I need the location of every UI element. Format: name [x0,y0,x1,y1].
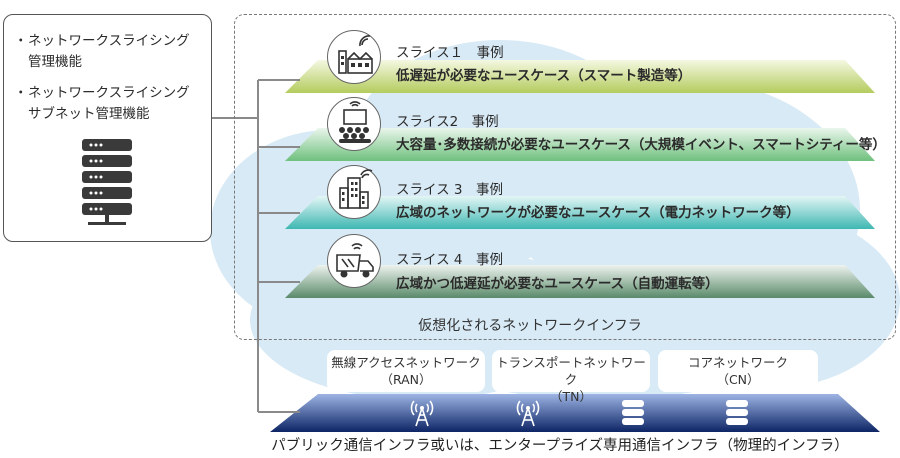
database-icon [622,400,644,425]
antenna-icon [410,400,434,427]
cn-box: コアネットワーク （CN） [658,350,818,392]
virtual-infra-frame [234,14,896,340]
slice-4-title: スライス 4 事例 [396,252,503,268]
ran-box: 無線アクセスネットワーク （RAN） [327,350,485,392]
physical-infra-label: パブリック通信インフラ或いは、エンタープライズ専用通信インフラ（物理的インフラ） [271,438,849,454]
slice-4-description: 広域かつ低遅延が必要なユースケース（自動運転等） [396,276,719,292]
server-rack-icon [82,139,132,225]
slice-3-description: 広域のネットワークが必要なユースケース（電力ネットワーク等） [396,205,800,221]
connector-lines [212,79,300,413]
event-audience-icon [339,101,371,143]
slice-2-title: スライス2 事例 [396,114,499,130]
slice-1-icon-circle [327,30,381,84]
slice-2-icon-circle [327,97,381,151]
slice-4-icon-circle [327,234,381,288]
factory-icon [338,35,373,74]
slice-3-icon-circle [327,165,381,219]
slice-2-description: 大容量･多数接続が必要なユースケース（大規模イベント、スマートシティー等） [396,137,886,153]
antenna-icon [516,400,540,427]
city-buildings-icon [339,169,373,209]
management-item-slicing: ・ネットワークスライシング 管理機能 [14,33,190,70]
slice-4-layer [285,265,875,298]
tn-box: トランスポートネットワーク （TN） [492,350,650,404]
slice-1-title: スライス１ 事例 [396,45,504,61]
slice-3-layer [285,196,875,229]
virtual-infra-label: 仮想化されるネットワークインフラ [418,318,642,334]
truck-icon [336,243,374,278]
management-item-subnet: ・ネットワークスライシング サブネット管理機能 [14,85,190,122]
management-panel: ・ネットワークスライシング 管理機能 ・ネットワークスライシング サブネット管理… [3,14,212,242]
slice-2-layer [285,128,875,161]
slice-1-layer [285,60,875,93]
slice-1-description: 低遅延が必要なユースケース（スマート製造等） [396,68,692,84]
slice-3-title: スライス 3 事例 [396,182,503,198]
database-icon [726,400,748,425]
